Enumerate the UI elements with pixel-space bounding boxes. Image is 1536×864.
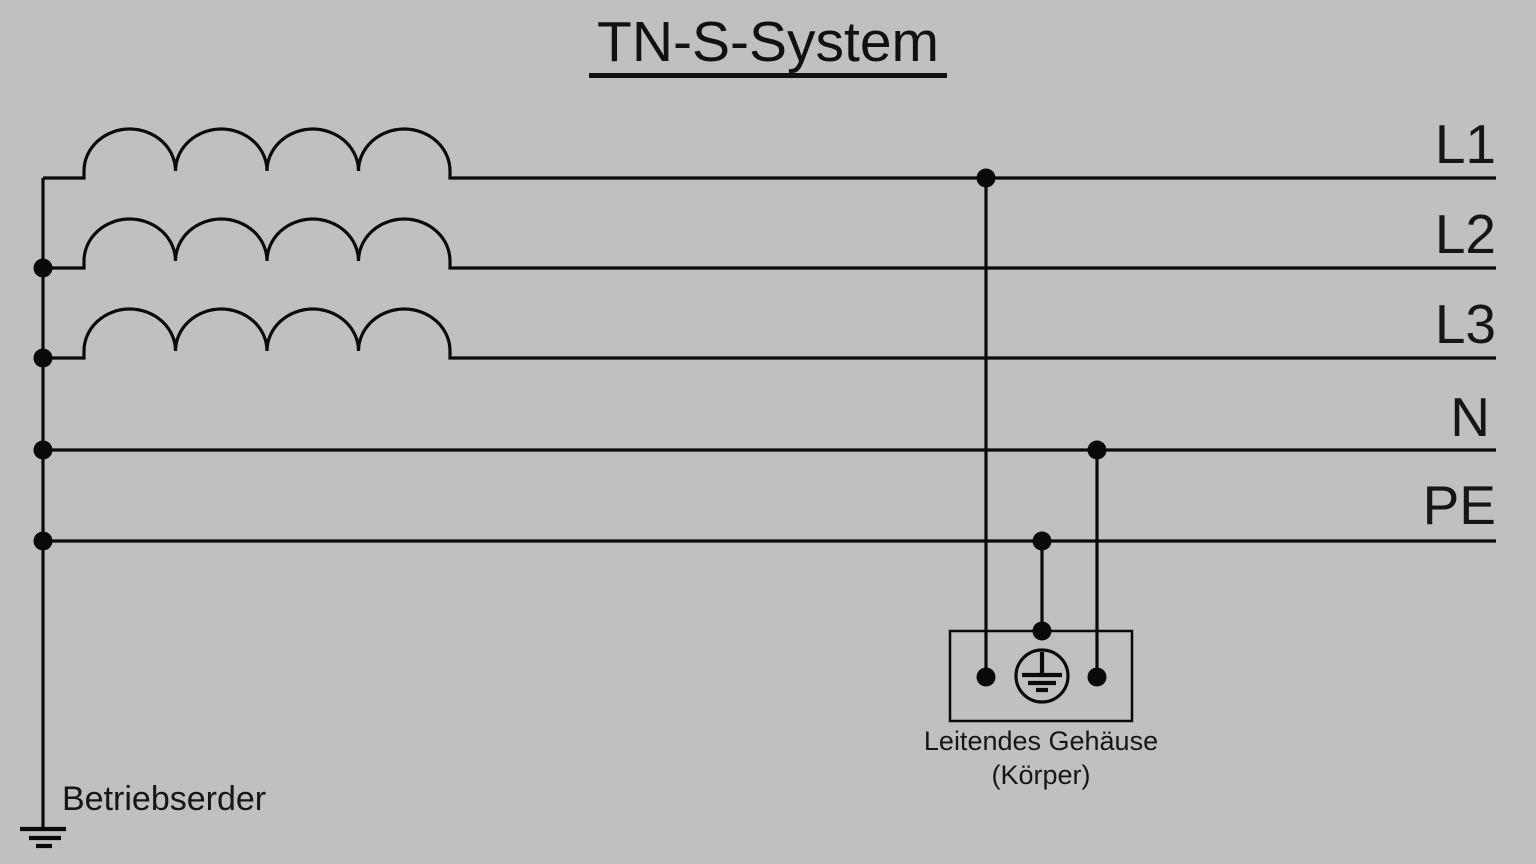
earth-ground-icon <box>20 826 66 849</box>
junction-dot-bus-pe <box>33 531 53 551</box>
enclosure-caption-line2: (Körper) <box>991 760 1090 790</box>
terminal-dot-pe-enclosure <box>1032 621 1052 641</box>
conductor-label-pe: PE <box>1423 474 1496 536</box>
junction-dot-pe-tap <box>1032 531 1052 551</box>
junction-dot-bus-l3 <box>33 348 53 368</box>
pe-terminal-circle-icon <box>1014 648 1070 704</box>
junction-dots <box>33 168 1107 687</box>
enclosure-caption-line1: Leitendes Gehäuse <box>924 726 1158 756</box>
conductor-label-l1: L1 <box>1435 113 1496 175</box>
conductor-label-n: N <box>1450 386 1490 448</box>
phase-l2-conductor-with-coil <box>43 217 1496 270</box>
conductor-label-l3: L3 <box>1435 293 1496 355</box>
title-bar: TN-S-System <box>0 14 1536 78</box>
phase-l3-conductor-with-coil <box>43 307 1496 360</box>
earth-label: Betriebserder <box>62 780 266 818</box>
junction-dot-bus-n <box>33 440 53 460</box>
phase-l1-conductor-with-coil <box>43 127 1496 180</box>
junction-dot-l1-tap <box>976 168 996 188</box>
junction-dot-n-tap <box>1087 440 1107 460</box>
diagram-title: TN-S-System <box>589 14 947 78</box>
pe-symbol-circle <box>1014 648 1070 704</box>
terminal-dot-n-enclosure <box>1087 667 1107 687</box>
conductor-label-l2: L2 <box>1435 203 1496 265</box>
terminal-dot-l1-enclosure <box>976 667 996 687</box>
junction-dot-bus-l2 <box>33 258 53 278</box>
